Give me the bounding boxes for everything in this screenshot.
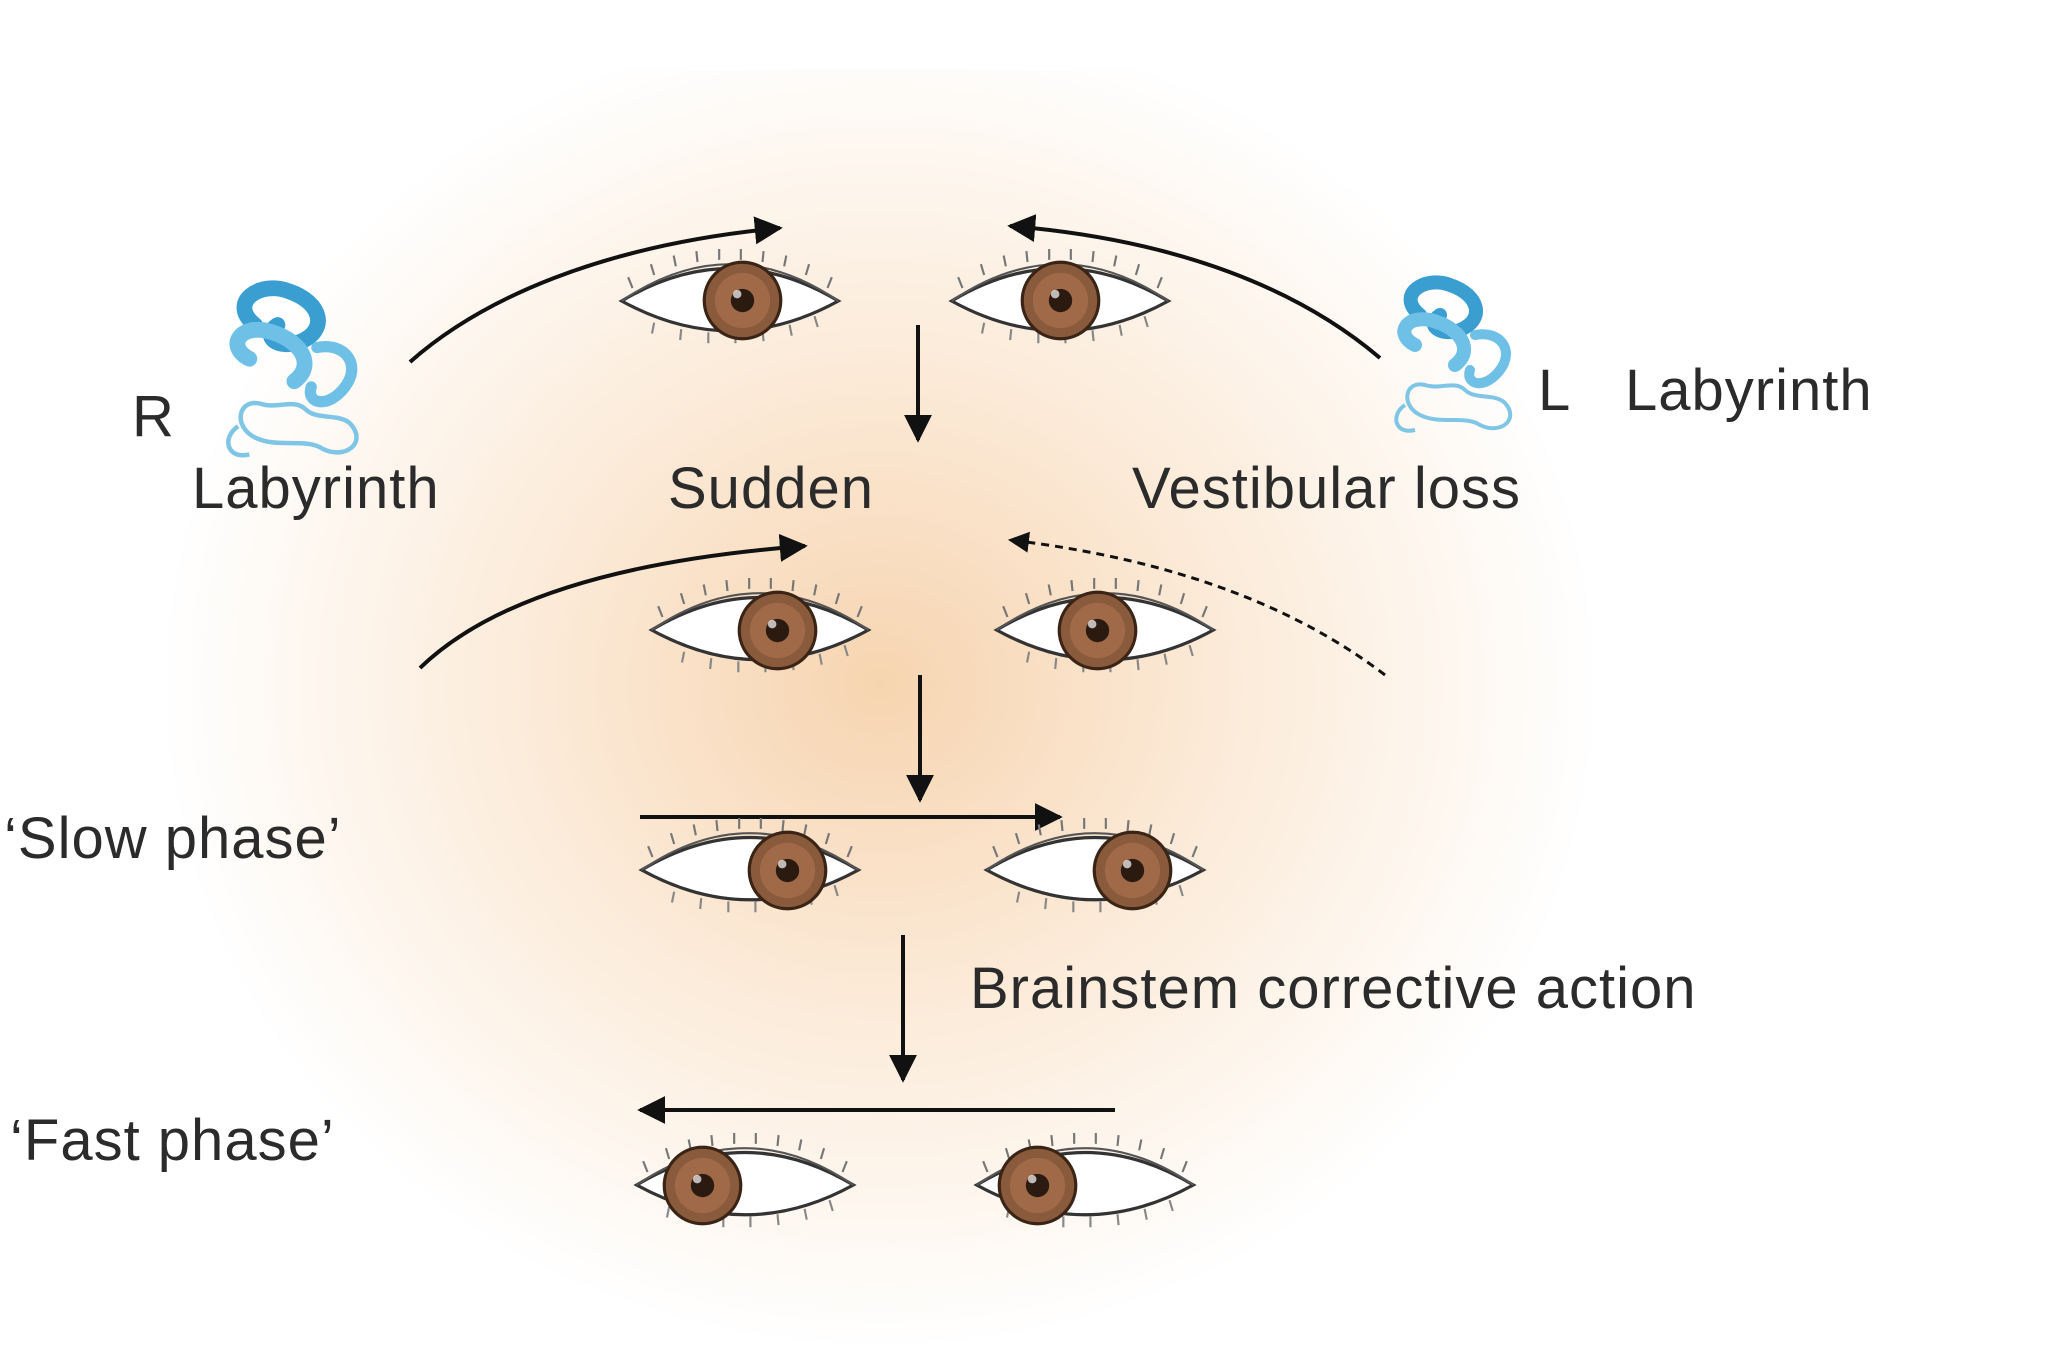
row1-left-drive-arrow (1007, 214, 1382, 360)
row1-left-iris (702, 260, 783, 341)
right-side-label: R (132, 384, 175, 449)
right-labyrinth-label: Labyrinth (192, 456, 440, 521)
brainstem-label: Brainstem corrective action (970, 956, 1697, 1021)
row3-eyes (640, 816, 1205, 914)
fast-phase-label: ‘Fast phase’ (10, 1108, 335, 1173)
row4-eyes (635, 1131, 1195, 1229)
right-labyrinth-icon (228, 288, 356, 455)
row2-eyes (650, 576, 1215, 674)
row1-right-drive-arrow (408, 216, 783, 364)
vestibular-loss-label: Vestibular loss (1132, 456, 1521, 521)
row2-right-drive-arrow (418, 533, 808, 670)
left-labyrinth-icon (1396, 282, 1510, 430)
row1-eyes (620, 247, 1170, 345)
row1-right-iris (1020, 260, 1101, 341)
left-labyrinth-label: Labyrinth (1625, 358, 1873, 423)
background-glow (130, 70, 1630, 1350)
left-side-label: L (1538, 358, 1572, 423)
row2-lost-drive-arrow (1007, 531, 1386, 677)
slow-phase-label: ‘Slow phase’ (4, 806, 342, 871)
sudden-label: Sudden (668, 456, 874, 521)
